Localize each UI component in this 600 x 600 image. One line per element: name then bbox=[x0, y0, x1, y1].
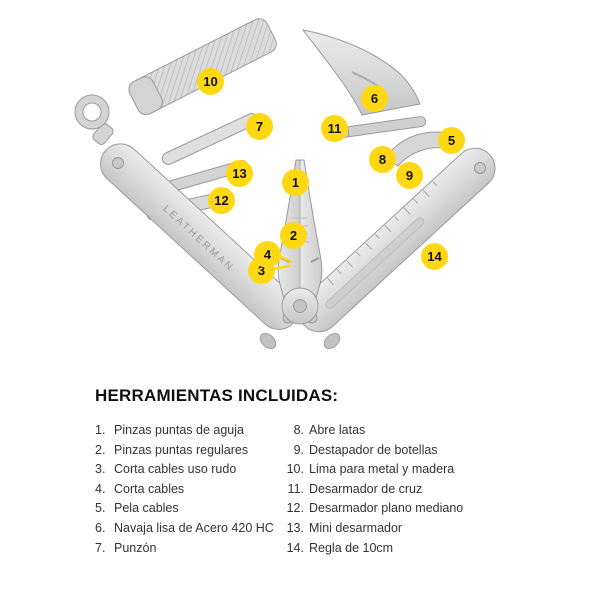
right-handle bbox=[298, 147, 496, 333]
tool-number: 1. bbox=[95, 423, 106, 437]
tool-item: 14. Regla de 10cm bbox=[283, 539, 545, 559]
tool-label: Navaja lisa de Acero 420 HC bbox=[114, 520, 274, 535]
callout-1: 1 bbox=[282, 169, 309, 196]
tool-item: 11. Desarmador de cruz bbox=[283, 480, 545, 500]
callout-number: 3 bbox=[257, 263, 266, 278]
tool-label: Desarmador plano mediano bbox=[309, 501, 464, 516]
tool-number: 10. bbox=[286, 462, 304, 477]
callout-6: 6 bbox=[361, 85, 388, 112]
awl-tool bbox=[161, 113, 259, 165]
callout-number: 6 bbox=[370, 91, 379, 106]
tool-item: 5. Pela cables bbox=[95, 499, 283, 519]
tool-label: Lima para metal y madera bbox=[309, 462, 455, 477]
tool-number: 2. bbox=[95, 442, 106, 457]
tool-label: Destapador de botellas bbox=[309, 442, 438, 457]
tool-label: Corta cables bbox=[114, 481, 185, 496]
handle-slot-right bbox=[323, 333, 341, 349]
tool-number: 13. bbox=[286, 520, 304, 535]
tool-item: 4. Corta cables bbox=[95, 480, 283, 500]
tool-number: 6. bbox=[95, 520, 106, 535]
tool-number: 7. bbox=[95, 540, 106, 555]
callout-9: 9 bbox=[396, 162, 423, 189]
tool-number: 12. bbox=[286, 501, 304, 516]
multitool-illustration: LEATHERMAN bbox=[74, 18, 496, 349]
tool-number: 3. bbox=[95, 462, 106, 477]
tool-item: 8. Abre latas bbox=[283, 421, 545, 441]
callout-5: 5 bbox=[438, 127, 465, 154]
tool-item: 12. Desarmador plano mediano bbox=[283, 499, 545, 519]
legend-title: HERRAMIENTAS INCLUIDAS: bbox=[95, 386, 339, 405]
callout-11: 11 bbox=[321, 115, 348, 142]
tool-number: 14. bbox=[286, 540, 304, 555]
tool-item: 3. Corta cables uso rudo bbox=[95, 460, 283, 480]
tools-legend: HERRAMIENTAS INCLUIDAS: 1. Pinzas puntas … bbox=[95, 386, 545, 558]
tools-list-right: 8. Abre latas 9. Destapador de botellas 10… bbox=[283, 421, 545, 558]
tool-label: Abre latas bbox=[309, 423, 366, 437]
tool-number: 11. bbox=[287, 481, 304, 496]
callout-2: 2 bbox=[280, 222, 307, 249]
callout-13: 13 bbox=[226, 160, 253, 187]
tool-label: Punzón bbox=[114, 540, 157, 555]
tool-label: Pinzas puntas regulares bbox=[114, 442, 249, 457]
lanyard-ring bbox=[74, 94, 114, 146]
tool-item: 9. Destapador de botellas bbox=[283, 441, 545, 461]
left-handle: LEATHERMAN bbox=[100, 143, 300, 330]
tools-list-left: 1. Pinzas puntas de aguja 2. Pinzas puntas… bbox=[95, 421, 283, 558]
tool-label: Pela cables bbox=[114, 501, 179, 516]
tool-item: 7. Punzón bbox=[95, 539, 283, 559]
callout-number: 1 bbox=[291, 175, 300, 190]
callout-12: 12 bbox=[208, 187, 235, 214]
ruler-ticks bbox=[327, 181, 438, 286]
tool-label: Corta cables uso rudo bbox=[114, 462, 237, 477]
callout-number: 5 bbox=[447, 133, 456, 148]
tool-number: 8. bbox=[293, 423, 304, 437]
callout-number: 14 bbox=[427, 249, 442, 264]
tool-label: Desarmador de cruz bbox=[309, 481, 423, 496]
callout-number: 8 bbox=[378, 152, 387, 167]
callout-number: 7 bbox=[255, 119, 264, 134]
callout-number: 11 bbox=[327, 121, 342, 136]
file-tool bbox=[128, 18, 277, 116]
callout-8: 8 bbox=[369, 146, 396, 173]
tool-label: Regla de 10cm bbox=[309, 540, 394, 555]
callout-number: 10 bbox=[203, 74, 218, 89]
callout-number: 12 bbox=[214, 193, 229, 208]
tool-label: Mini desarmador bbox=[309, 520, 403, 535]
tool-item: 13. Mini desarmador bbox=[283, 519, 545, 539]
callout-14: 14 bbox=[421, 243, 448, 270]
tool-label: Pinzas puntas de aguja bbox=[114, 423, 244, 437]
callout-4: 4 bbox=[254, 241, 281, 268]
tool-number: 9. bbox=[293, 442, 304, 457]
phillips-screwdriver-tool bbox=[339, 116, 427, 138]
tool-number: 5. bbox=[95, 501, 106, 516]
callout-number: 9 bbox=[405, 168, 414, 183]
tool-item: 1. Pinzas puntas de aguja bbox=[95, 421, 283, 441]
tool-item: 6. Navaja lisa de Acero 420 HC bbox=[95, 519, 283, 539]
tool-item: 2. Pinzas puntas regulares bbox=[95, 441, 283, 461]
handle-slot-left bbox=[259, 333, 277, 349]
callout-10: 10 bbox=[197, 68, 224, 95]
callout-7: 7 bbox=[246, 113, 273, 140]
callout-number: 2 bbox=[289, 228, 298, 243]
tool-item: 10. Lima para metal y madera bbox=[283, 460, 545, 480]
callout-number: 4 bbox=[263, 247, 272, 262]
callout-number: 13 bbox=[232, 166, 247, 181]
tool-number: 4. bbox=[95, 481, 106, 496]
